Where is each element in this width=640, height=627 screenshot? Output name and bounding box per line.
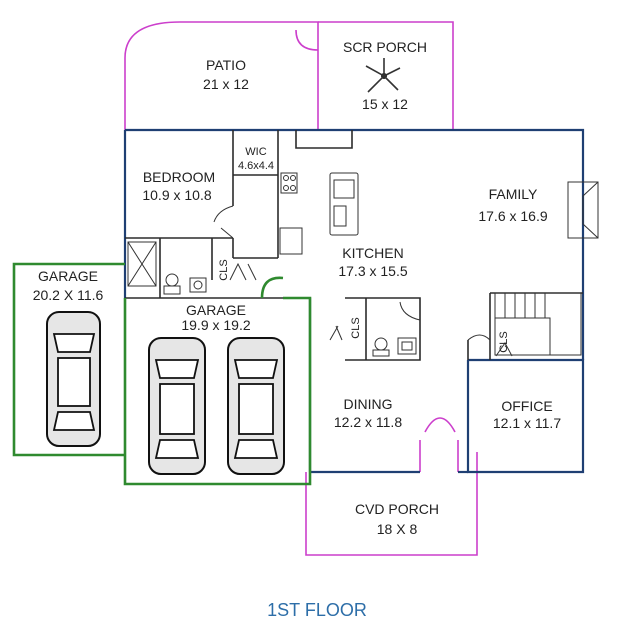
wic-size: 4.6x4.4 xyxy=(238,160,274,172)
powder-toilet-icon xyxy=(372,337,390,357)
dining-size: 12.2 x 11.8 xyxy=(334,414,402,430)
cvd-porch-name: CVD PORCH xyxy=(355,501,439,517)
patio-outline xyxy=(124,21,319,130)
door-swings xyxy=(213,205,513,357)
sink-icon xyxy=(189,277,207,293)
office-size: 12.1 x 11.7 xyxy=(493,415,561,431)
shower-icon xyxy=(127,241,157,287)
floor-title: 1ST FLOOR xyxy=(267,600,367,620)
car-icon-garage-1 xyxy=(148,337,206,475)
dining-name: DINING xyxy=(344,396,393,412)
stove-icon xyxy=(280,172,298,194)
car-icon-garage-2 xyxy=(227,337,285,475)
toilet-icon xyxy=(163,273,181,295)
cvd-porch-outline xyxy=(305,417,478,556)
garage-left-name: GARAGE xyxy=(38,268,98,284)
kitchen-name: KITCHEN xyxy=(342,245,403,261)
garage-left-outline xyxy=(12,262,125,457)
car-icon-left-garage xyxy=(46,311,101,447)
garage-main-size: 19.9 x 19.2 xyxy=(181,317,250,333)
family-size: 17.6 x 16.9 xyxy=(478,208,547,224)
cvd-porch-size: 18 X 8 xyxy=(377,521,418,537)
scr-porch-size: 15 x 12 xyxy=(362,96,408,112)
fridge-icon xyxy=(279,227,303,255)
stairs-icon xyxy=(494,292,582,356)
garage-main-outline xyxy=(123,276,312,486)
powder-sink-icon xyxy=(397,337,417,355)
closet-label-bedroom: CLS xyxy=(218,259,230,280)
bedroom-name: BEDROOM xyxy=(143,169,215,185)
kitchen-island xyxy=(329,172,359,236)
wic-name: WIC xyxy=(245,146,266,158)
patio-name: PATIO xyxy=(206,57,246,73)
closet-label-office: CLS xyxy=(498,331,510,352)
office-name: OFFICE xyxy=(501,398,552,414)
scr-porch-outline xyxy=(318,21,454,130)
patio-size: 21 x 12 xyxy=(203,76,249,92)
bedroom-size: 10.9 x 10.8 xyxy=(142,187,211,203)
garage-main-name: GARAGE xyxy=(186,302,246,318)
family-name: FAMILY xyxy=(489,186,538,202)
garage-left-size: 20.2 X 11.6 xyxy=(33,287,104,303)
kitchen-size: 17.3 x 15.5 xyxy=(338,263,407,279)
fireplace-icon xyxy=(567,181,599,239)
scr-porch-name: SCR PORCH xyxy=(343,39,427,55)
ceiling-fan-icon xyxy=(365,58,401,93)
closet-label-pantry: CLS xyxy=(350,317,362,338)
